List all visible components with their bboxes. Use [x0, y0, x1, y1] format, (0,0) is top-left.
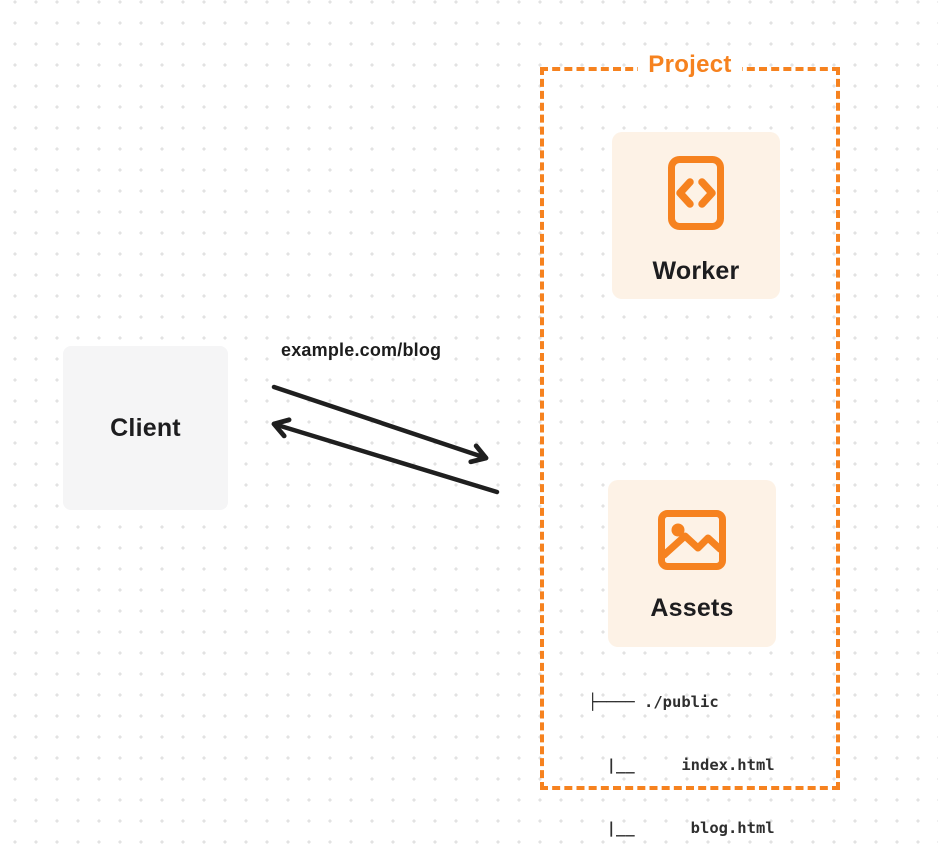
client-node: Client: [63, 346, 228, 510]
file-tree-item: |__ blog.html: [588, 819, 775, 837]
request-url-label: example.com/blog: [281, 340, 442, 360]
file-tree-item: |__ index.html: [588, 756, 775, 774]
assets-label: Assets: [650, 594, 734, 622]
project-label: Project: [638, 51, 742, 79]
worker-node: Worker: [612, 132, 780, 299]
request-arrow: [271, 384, 489, 465]
client-label: Client: [110, 413, 181, 442]
assets-file-tree: ├──── ./public |__ index.html |__ blog.h…: [588, 650, 775, 860]
response-arrow: [271, 417, 500, 495]
image-icon: [657, 509, 727, 576]
file-tree-root: ├──── ./public: [588, 693, 719, 711]
code-document-icon: [667, 155, 725, 236]
worker-label: Worker: [652, 257, 740, 285]
project-label-wrap: Project: [540, 51, 840, 79]
assets-node: Assets: [608, 480, 776, 647]
